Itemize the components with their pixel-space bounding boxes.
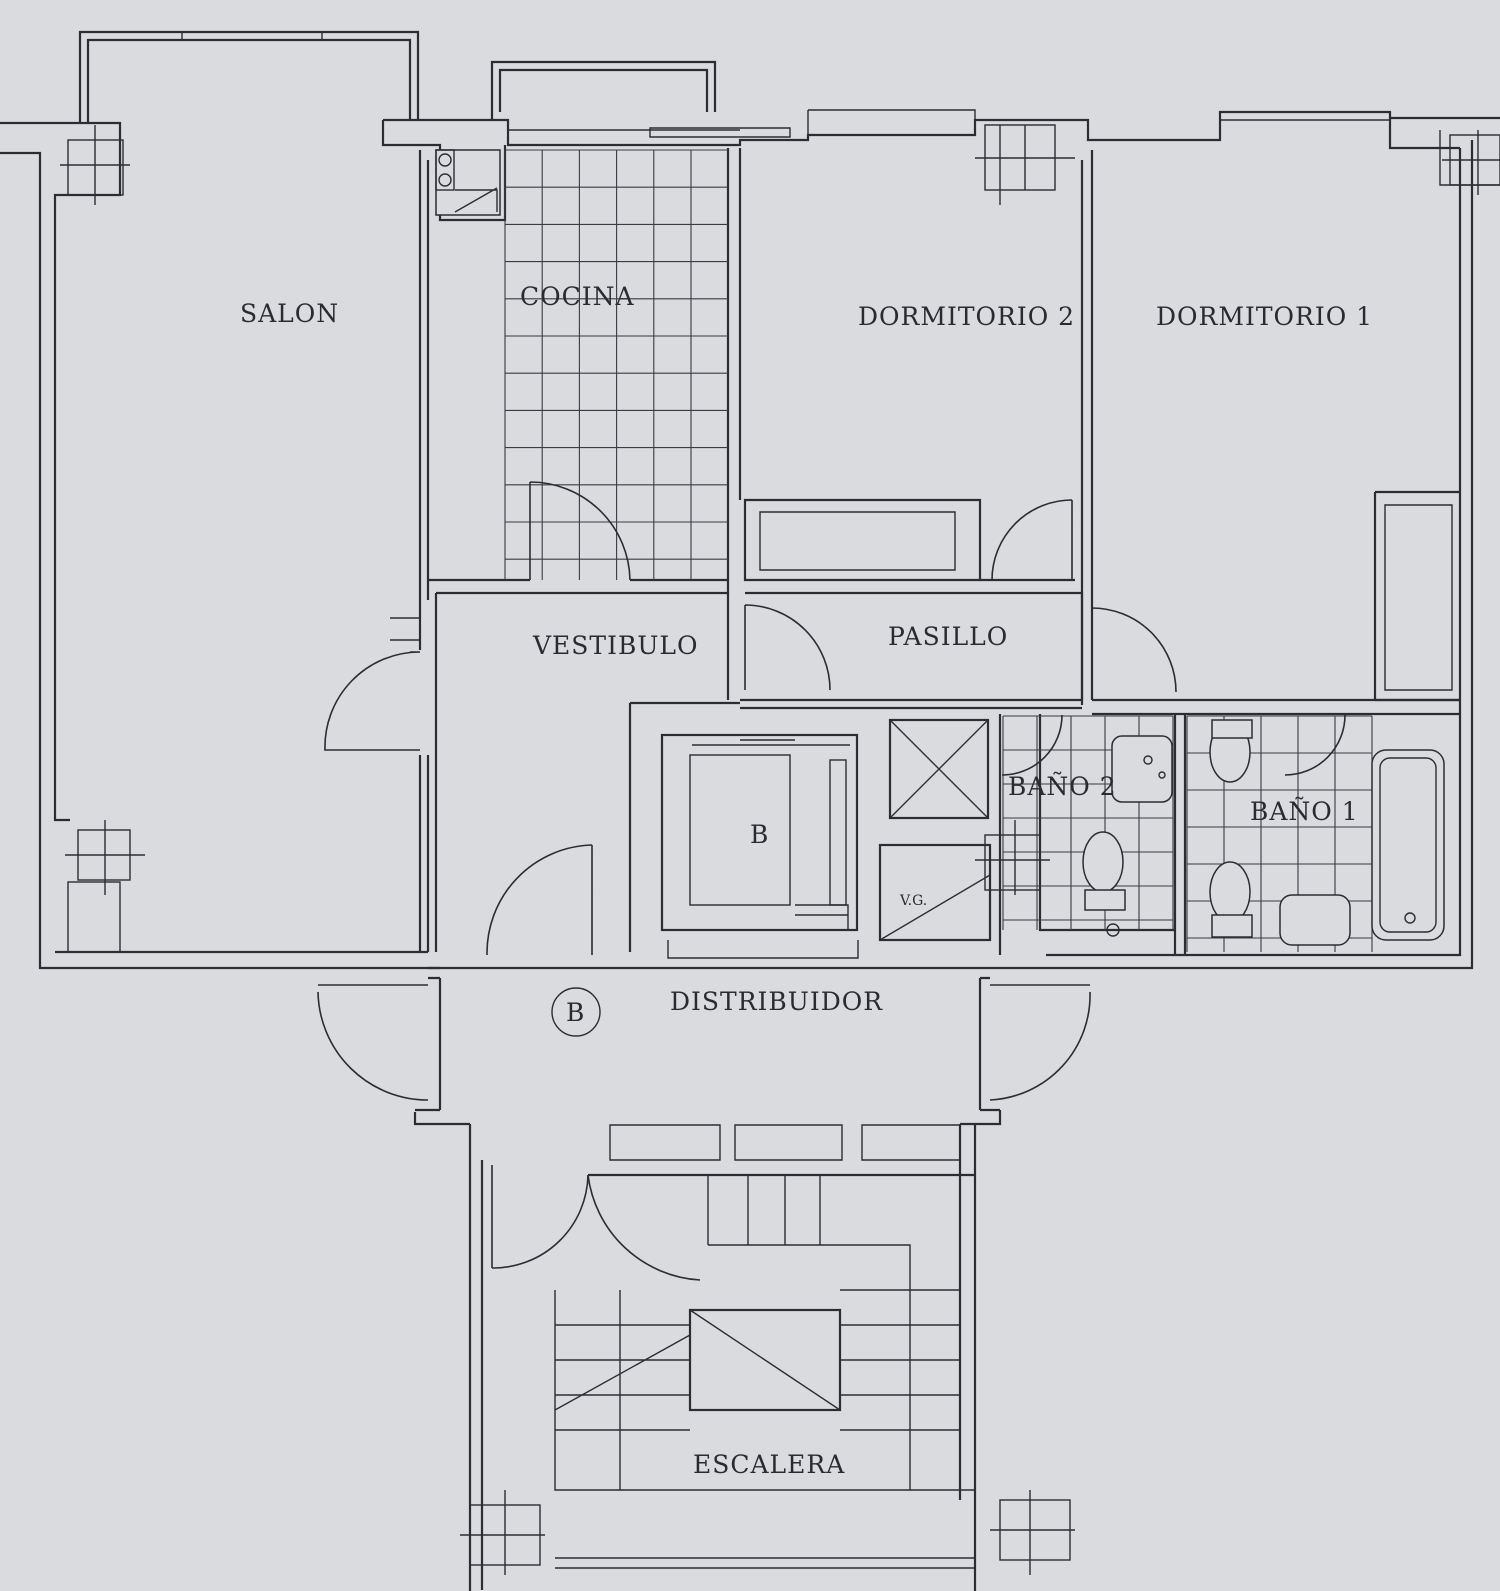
room-label-bano-1: BAÑO 1 xyxy=(1250,796,1359,826)
pillars xyxy=(60,124,1500,953)
room-label-escalera: ESCALERA xyxy=(693,1450,845,1479)
fixtures xyxy=(1082,719,1445,946)
room-label-dormitorio-2: DORMITORIO 2 xyxy=(858,302,1075,331)
room-label-dormitorio-1: DORMITORIO 1 xyxy=(1156,302,1373,331)
room-label-vestibulo: VESTIBULO xyxy=(532,631,699,660)
staircase xyxy=(460,1124,1075,1591)
lift-circle-marker xyxy=(551,987,601,1037)
cooktop xyxy=(435,149,501,216)
lift-shaft xyxy=(660,733,859,959)
interior-walls xyxy=(390,148,1460,1126)
room-labels: SALON COCINA DORMITORIO 2 DORMITORIO 1 V… xyxy=(240,282,1373,1479)
shower-tray xyxy=(888,718,990,820)
room-label-cocina: COCINA xyxy=(520,282,635,311)
doors xyxy=(317,481,1346,1281)
outer-walls xyxy=(0,30,1500,970)
room-label-salon: SALON xyxy=(240,299,339,328)
room-label-bano-2: BAÑO 2 xyxy=(1008,771,1117,801)
room-label-distribuidor: DISTRIBUIDOR xyxy=(670,987,883,1016)
room-label-pasillo: PASILLO xyxy=(888,622,1008,651)
vg-shaft xyxy=(878,843,992,942)
lift-circle-label: B xyxy=(566,998,585,1027)
kitchen-tiles xyxy=(504,149,728,580)
lift-label: B xyxy=(750,820,769,849)
vg-label: V.G. xyxy=(899,893,927,909)
